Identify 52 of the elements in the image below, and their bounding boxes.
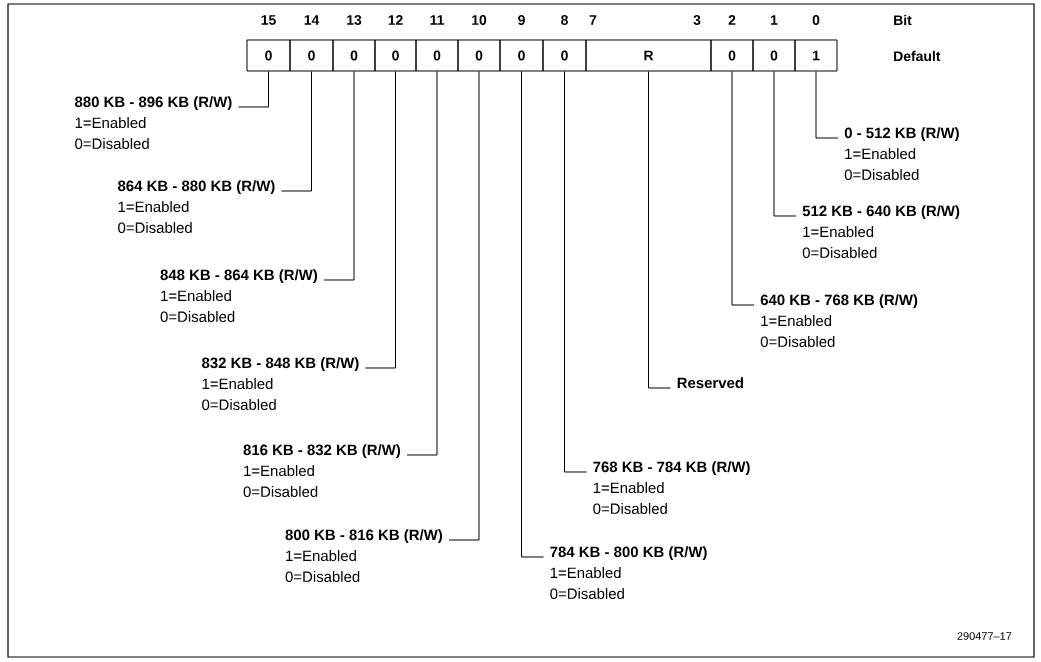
register-cell: 0 [332,39,376,72]
bit-number: 1 [771,15,778,25]
register-cell: 0 [289,39,334,72]
bit-description: 800 KB - 816 KB (R/W) 1=Enabled 0=Disabled [285,529,443,582]
bit-description: 784 KB - 800 KB (R/W) 1=Enabled 0=Disabled [550,546,707,599]
register-cell: 0 [457,39,501,72]
bit-number: 3 [693,15,701,25]
leader-line [406,71,438,456]
bit-number: 9 [518,15,525,25]
register-cell: 0 [752,39,796,72]
bit-number: 7 [589,15,597,25]
leader-line [521,71,544,558]
leader-line [648,71,671,389]
bit-number: 8 [561,15,568,25]
leader-line [365,71,396,369]
bit-description: Reserved [677,377,743,389]
bit-number: 0 [812,15,820,25]
bit-number: 15 [261,15,276,25]
leader-line [281,71,312,192]
leader-line [564,71,587,473]
bit-description: 832 KB - 848 KB (R/W) 1=Enabled 0=Disabled [202,357,359,410]
register-cell: 0 [246,39,291,72]
register-cell: 0 [542,39,587,72]
leader-line [323,71,355,281]
bit-number: 2 [728,15,736,25]
bit-description: 768 KB - 784 KB (R/W) 1=Enabled 0=Disabled [593,461,750,514]
register-cell: 0 [499,39,544,72]
leader-line [448,71,480,541]
bit-number: 14 [304,15,320,25]
register-cell: R [585,39,712,72]
leader-line [731,71,755,306]
bit-number: 11 [430,15,444,25]
field-label: Default [894,50,941,62]
figure-number: 290477–17 [957,632,1012,640]
register-cell: 0 [710,39,754,72]
bit-description: 512 KB - 640 KB (R/W) 1=Enabled 0=Disabled [802,205,960,258]
bit-number: 13 [347,15,362,25]
field-label: Bit [894,14,912,26]
bit-description: 848 KB - 864 KB (R/W) 1=Enabled 0=Disabled [160,269,318,322]
leader-line [238,71,269,108]
bit-description: 640 KB - 768 KB (R/W) 1=Enabled 0=Disabled [760,294,918,347]
bit-description: 816 KB - 832 KB (R/W) 1=Enabled 0=Disabled [243,444,401,497]
register-cell: 1 [794,39,838,72]
bit-description: 0 - 512 KB (R/W) 1=Enabled 0=Disabled [844,127,959,180]
bit-number: 10 [472,15,487,25]
bit-description: 864 KB - 880 KB (R/W) 1=Enabled 0=Disabled [118,180,275,233]
register-cell: 0 [374,39,417,72]
leader-line [815,71,839,139]
register-cell: 0 [415,39,459,72]
bit-number: 12 [388,15,403,25]
leader-line [773,71,797,217]
bit-description: 880 KB - 896 KB (R/W) 1=Enabled 0=Disabled [75,96,232,149]
